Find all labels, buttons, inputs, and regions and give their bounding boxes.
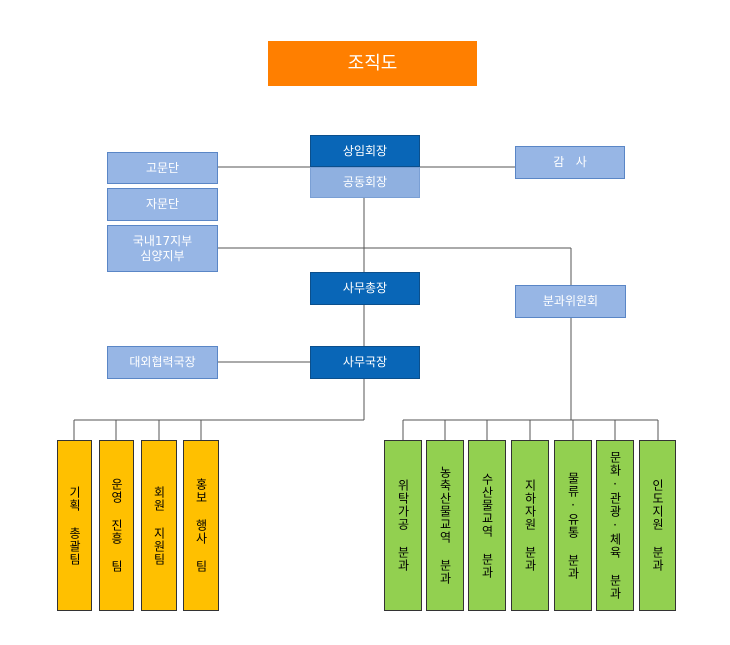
team-box: 회원 지원팀 — [141, 440, 177, 611]
division-box: 지하자원 분과 — [511, 440, 549, 611]
branch-box: 국내17지부 심양지부 — [107, 225, 218, 272]
audit-box: 감 사 — [515, 146, 625, 179]
chair-box: 상임회장 — [310, 135, 420, 167]
branch-line-2: 심양지부 — [140, 248, 185, 263]
team-label: 운영 진흥 팀 — [109, 478, 124, 573]
advisory-box: 고문단 — [107, 152, 218, 184]
team-box: 홍보 행사 팀 — [183, 440, 219, 611]
division-box: 위탁가공 분과 — [384, 440, 422, 611]
team-label: 회원 지원팀 — [152, 485, 166, 566]
secretary-general-box: 사무총장 — [310, 272, 420, 305]
division-box: 농축산물교역 분과 — [426, 440, 464, 611]
team-box: 기획 총괄팀 — [57, 440, 92, 611]
division-label: 수산물교역 분과 — [480, 472, 494, 579]
division-box: 문화·관광·체육 분과 — [596, 440, 634, 611]
team-label: 홍보 행사 팀 — [194, 478, 208, 573]
division-box: 물류·유통 분과 — [554, 440, 592, 611]
division-label: 문화·관광·체육 분과 — [608, 451, 622, 600]
team-label: 기획 총괄팀 — [67, 485, 82, 566]
division-box: 수산물교역 분과 — [468, 440, 506, 611]
division-label: 지하자원 분과 — [523, 479, 537, 572]
committee-box: 분과위원회 — [515, 285, 626, 318]
secretariat-box: 사무국장 — [310, 346, 420, 379]
division-label: 농축산물교역 분과 — [438, 466, 452, 585]
cochair-box: 공동회장 — [310, 167, 420, 198]
division-label: 위탁가공 분과 — [396, 479, 410, 572]
chart-title: 조직도 — [268, 41, 477, 86]
consult-box: 자문단 — [107, 188, 218, 221]
external-affairs-box: 대외협력국장 — [107, 346, 218, 379]
division-box: 인도지원 분과 — [639, 440, 676, 611]
team-box: 운영 진흥 팀 — [99, 440, 134, 611]
branch-line-1: 국내17지부 — [132, 233, 193, 248]
division-label: 물류·유통 분과 — [566, 471, 580, 580]
division-label: 인도지원 분과 — [650, 479, 665, 572]
